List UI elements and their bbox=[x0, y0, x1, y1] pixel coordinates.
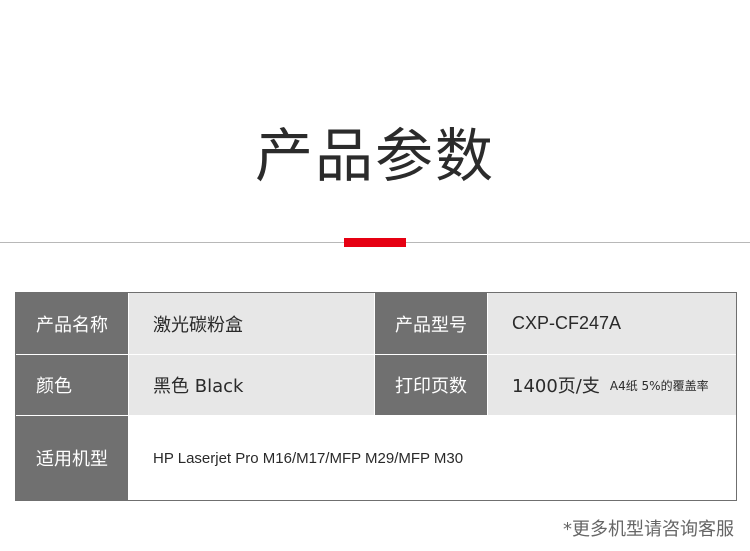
print-yield-value: 1400页/支 A4纸 5%的覆盖率 bbox=[488, 355, 736, 415]
print-yield-main: 1400页/支 bbox=[512, 376, 600, 397]
spec-table: 产品名称 激光碳粉盒 产品型号 CXP-CF247A 颜色 黑色 Black 打… bbox=[15, 292, 737, 501]
product-model-text: CXP-CF247A bbox=[512, 313, 622, 333]
compatible-models-value: HP Laserjet Pro M16/M17/MFP M29/MFP M30 bbox=[129, 416, 736, 500]
print-yield-label: 打印页数 bbox=[375, 355, 487, 415]
accent-bar bbox=[344, 238, 406, 247]
compatible-models-label: 适用机型 bbox=[16, 416, 128, 500]
color-label: 颜色 bbox=[16, 355, 128, 415]
print-yield-note: A4纸 5%的覆盖率 bbox=[609, 378, 709, 393]
product-model-value: CXP-CF247A bbox=[488, 293, 736, 354]
color-value: 黑色 Black bbox=[129, 355, 374, 415]
product-name-label: 产品名称 bbox=[16, 293, 128, 354]
product-name-value: 激光碳粉盒 bbox=[129, 293, 374, 354]
page-title: 产品参数 bbox=[254, 122, 495, 190]
product-model-label: 产品型号 bbox=[375, 293, 487, 354]
customer-service-note: *更多机型请咨询客服 bbox=[563, 519, 734, 540]
compatible-models-text: HP Laserjet Pro M16/M17/MFP M29/MFP M30 bbox=[153, 449, 464, 467]
